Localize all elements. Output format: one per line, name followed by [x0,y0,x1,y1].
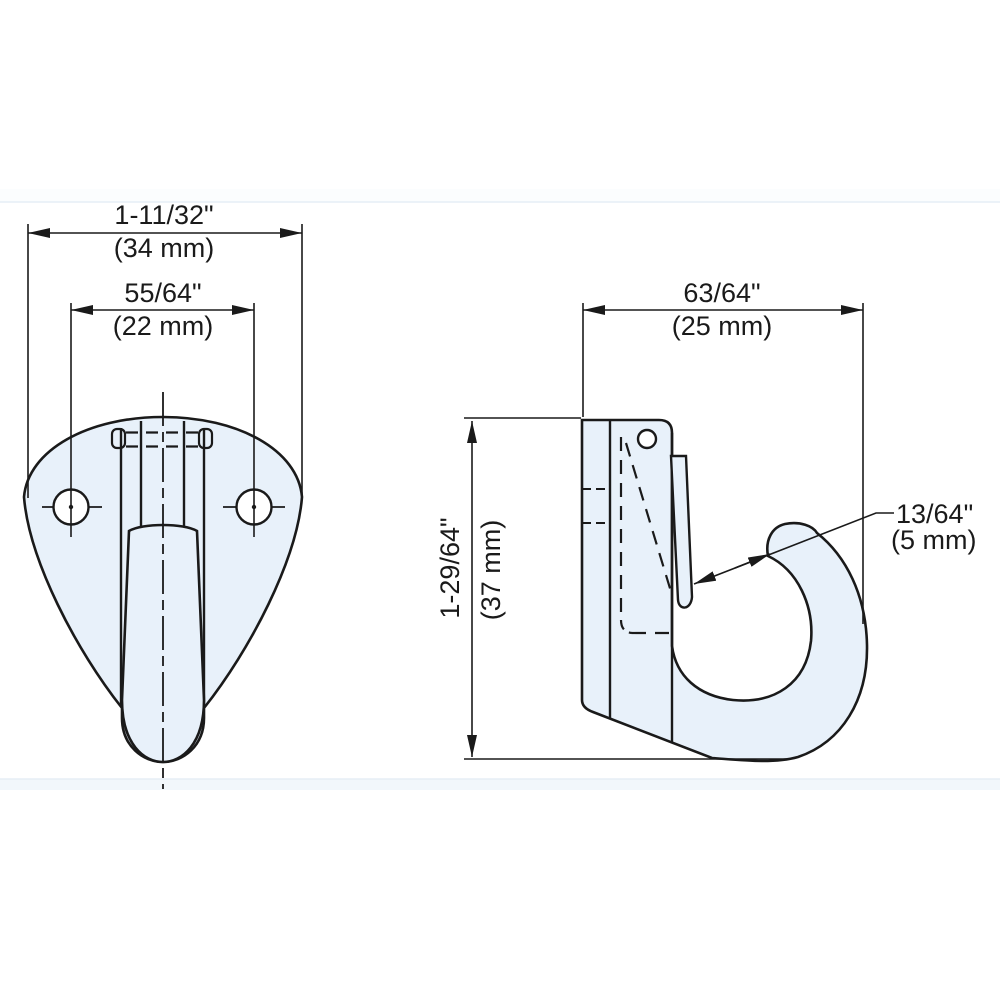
dim-side-depth-mm: (25 mm) [672,311,773,341]
dim-front-overall-inches: 1-11/32" [114,200,213,230]
dim-front-holes-mm: (22 mm) [113,311,214,341]
front-view: 1-11/32" (34 mm) 55/64" (22 mm) [22,200,304,789]
pin-end-right [197,427,214,450]
side-hole-hidden-lines [582,488,610,524]
dim-side-depth-inches: 63/64" [683,278,760,308]
side-hidden-lines [619,437,674,635]
side-dimensions [464,303,894,760]
dim-front-overall-mm: (34 mm) [114,233,215,263]
side-spring-latch [669,454,694,609]
side-pivot-hole [636,428,658,450]
side-view: 63/64" (25 mm) 1-29/64" (37 mm) 13/64" (… [435,278,976,763]
front-dimensions [27,224,303,537]
dim-side-gap-inches: 13/64" [896,499,973,529]
faint-row-bands [0,189,1000,790]
dim-side-height-inches: 1-29/64" [435,517,465,618]
side-body-hook-outline [580,418,869,763]
dim-front-holes-inches: 55/64" [124,278,201,308]
front-latch-pin-hidden [110,427,214,450]
dim-side-gap-mm: (5 mm) [891,525,976,555]
pin-end-left [110,427,127,450]
dim-side-height-mm: (37 mm) [476,520,506,621]
